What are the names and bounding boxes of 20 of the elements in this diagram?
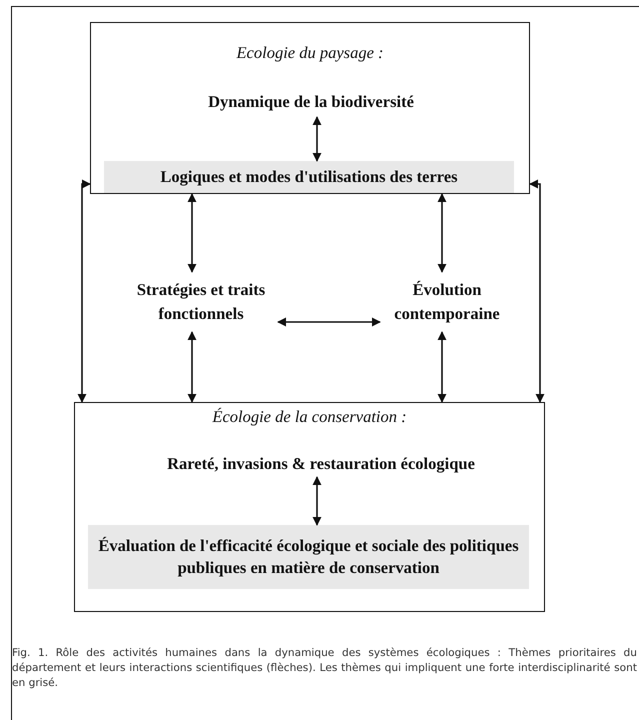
double-arrow	[312, 116, 322, 162]
double-arrow	[438, 331, 446, 403]
double-arrow	[312, 476, 322, 526]
double-arrow	[529, 180, 544, 403]
double-arrow	[78, 180, 91, 403]
theme-box	[90, 22, 530, 194]
double-arrow	[188, 193, 196, 273]
theme-label: Évolution contemporaine	[380, 272, 514, 332]
shaded-theme-band: Logiques et modes d'utilisations des terres	[104, 161, 514, 193]
figure-caption: Fig. 1. Rôle des activités humaines dans la dynamique des systèmes écologiques : Thèmes prioritaires du département et leurs interactions scientifiques (flèches). Les thèmes qui impliquent une forte interdisciplinarité sont en grisé.	[12, 646, 637, 692]
theme-heading: Écologie de la conservation :	[211, 407, 408, 427]
theme-label: Stratégies et traits fonctionnels	[124, 272, 278, 332]
double-arrow	[188, 331, 196, 403]
shaded-theme-band: Évaluation de l'efficacité écologique et sociale des politiques publiques en matière de conservation	[88, 525, 529, 589]
theme-heading: Ecologie du paysage :	[235, 43, 385, 63]
theme-label: Rareté, invasions & restauration écologique	[135, 451, 507, 477]
theme-label: Dynamique de la biodiversité	[171, 87, 451, 117]
double-arrow	[438, 193, 446, 273]
double-arrow	[277, 318, 381, 326]
theme-box	[74, 402, 545, 612]
